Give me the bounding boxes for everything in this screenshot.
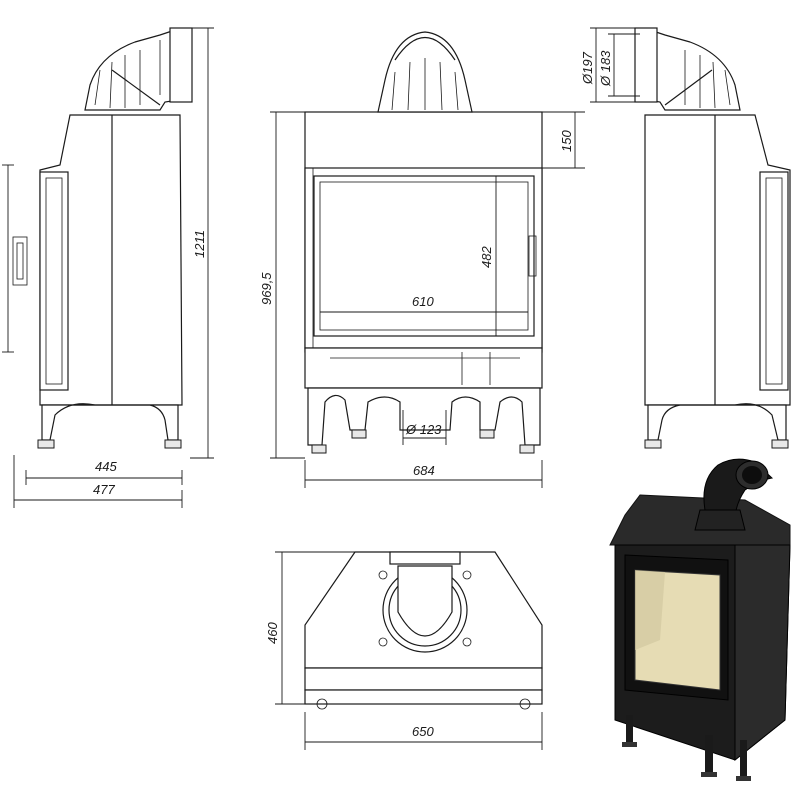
dim-front-top: 150 [559, 130, 574, 152]
front-view [270, 31, 585, 488]
top-view [275, 551, 543, 750]
dim-outlet-inner: Ø 183 [598, 50, 613, 87]
dim-top-width: 650 [412, 724, 434, 739]
dim-flue-diameter: Ø 123 [405, 422, 442, 437]
fireplace-insert-photo [609, 458, 791, 781]
dim-glass-height: 482 [479, 246, 494, 268]
dim-side-depth-outer: 477 [93, 482, 115, 497]
dim-front-width: 684 [413, 463, 435, 478]
dim-side-height: 1211 [192, 230, 207, 258]
side-view-left [2, 27, 214, 508]
dim-glass-width: 610 [412, 294, 434, 309]
dim-top-depth: 460 [265, 622, 280, 644]
dim-front-height: 969,5 [259, 272, 274, 305]
dim-side-depth-inner: 445 [95, 459, 117, 474]
side-view-right [590, 27, 791, 449]
dim-outlet-outer: Ø197 [580, 51, 595, 85]
